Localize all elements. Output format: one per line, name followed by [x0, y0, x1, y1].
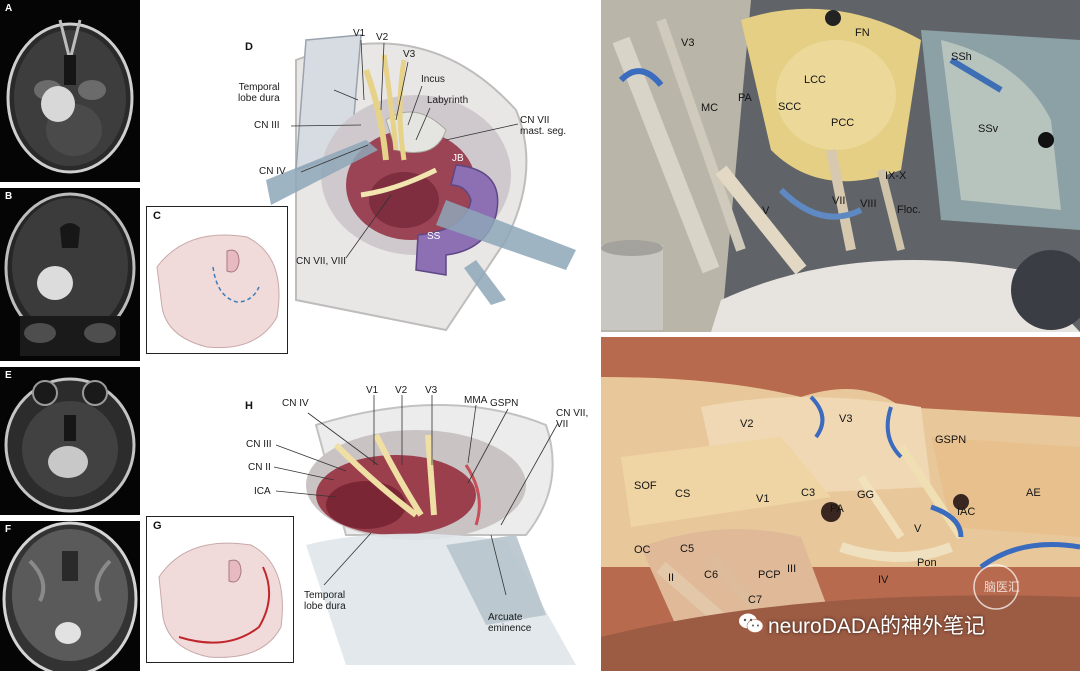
mri-coronal-postop-image — [2, 521, 138, 671]
label-v1-photo: V1 — [756, 493, 770, 505]
label-cn-vii-vii: CN VII, VII — [556, 408, 589, 430]
mri-panel-b: B — [0, 188, 140, 361]
label-ae: AE — [1026, 487, 1041, 499]
dissection-photo-bottom — [601, 337, 1080, 671]
inset-g: G — [146, 516, 294, 663]
label-pcp: PCP — [758, 569, 781, 581]
mri-panel-e: E — [0, 367, 140, 515]
panel-letter-g: G — [153, 520, 162, 532]
label-sof: SOF — [634, 480, 657, 492]
panel-letter-h: H — [245, 400, 253, 412]
mri-axial-postop-image — [4, 377, 136, 513]
panel-letter-c: C — [153, 210, 161, 222]
panel-letter-e: E — [5, 370, 12, 381]
label-floc: Floc. — [897, 204, 921, 216]
panel-letter-b: B — [5, 191, 13, 202]
label-pa: PA — [738, 92, 752, 104]
label-v3-photo: V3 — [681, 37, 695, 49]
label-gspn: GSPN — [490, 398, 519, 409]
label-lcc: LCC — [804, 74, 827, 86]
middle-fossa-approach-drawing — [273, 395, 576, 665]
label-v-photo: V — [762, 205, 770, 217]
label-v-photo-b: V — [914, 523, 922, 535]
label-arcuate-eminence: Arcuate eminence — [488, 612, 532, 634]
label-labyrinth: Labyrinth — [427, 95, 469, 106]
inset-c: C — [146, 206, 288, 354]
label-cs: CS — [675, 488, 691, 500]
label-iac: IAC — [957, 506, 976, 518]
head-position-drawing-c — [156, 234, 280, 349]
label-c6: C6 — [704, 569, 719, 581]
label-pa-photo: PA — [830, 503, 844, 515]
label-v1-b: V1 — [366, 385, 379, 396]
label-cn-iv: CN IV — [259, 166, 286, 177]
label-c5: C5 — [680, 543, 695, 555]
label-iv: IV — [878, 574, 889, 586]
label-cn-ii: CN II — [248, 462, 271, 473]
label-v2: V2 — [376, 32, 389, 43]
illustration-top: D V1 V2 V3 Incus Temporal lobe dura Laby… — [146, 0, 598, 358]
label-cn-iii: CN III — [254, 120, 280, 131]
watermark-text: neuroDADA的神外笔记 — [768, 615, 986, 638]
panel-letter-a: A — [5, 3, 13, 14]
head-position-drawing-g — [158, 542, 283, 658]
label-fn: FN — [855, 27, 870, 39]
label-cn-iv-b: CN IV — [282, 398, 309, 409]
label-ica: ICA — [254, 486, 271, 497]
panel-letter-d: D — [245, 41, 253, 53]
label-ssh: SSh — [951, 51, 972, 63]
label-cn-iii-b: CN III — [246, 439, 272, 450]
label-viii: VIII — [860, 198, 877, 210]
photo-bottom: V2 V3 GSPN SOF CS V1 C3 PA GG IAC AE V O… — [601, 337, 1080, 671]
label-v2-b: V2 — [395, 385, 408, 396]
mri-axial-image — [6, 19, 134, 174]
label-ss: SS — [427, 231, 441, 242]
label-pcc: PCC — [831, 117, 855, 129]
label-pon: Pon — [917, 557, 937, 569]
mri-panel-a: A — [0, 0, 140, 182]
label-v3-photo-b: V3 — [839, 413, 853, 425]
label-v2-photo: V2 — [740, 418, 754, 430]
wechat-icon — [739, 613, 764, 633]
panel-letter-f: F — [5, 524, 12, 535]
illustration-bottom: H CN IV V1 V2 V3 MMA GSPN CN VII, VII CN… — [146, 365, 598, 671]
label-v1: V1 — [353, 28, 366, 39]
label-mma: MMA — [464, 395, 488, 406]
dissection-photo-top — [601, 0, 1080, 332]
label-vii: VII — [832, 195, 846, 207]
label-v3: V3 — [403, 49, 416, 60]
label-mc: MC — [701, 102, 719, 114]
label-jb: JB — [452, 153, 464, 164]
label-ssv: SSv — [978, 123, 999, 135]
label-scc: SCC — [778, 101, 802, 113]
label-incus: Incus — [421, 74, 445, 85]
label-gspn-photo: GSPN — [935, 434, 967, 446]
label-gg: GG — [857, 489, 875, 501]
mri-panel-f: F — [0, 521, 140, 671]
label-temporal-lobe-dura: Temporal lobe dura — [238, 82, 280, 104]
label-ii: II — [668, 572, 675, 584]
label-ix-x: IX-X — [885, 170, 907, 182]
label-cn-vii-mast: CN VII mast. seg. — [520, 115, 567, 137]
label-oc: OC — [634, 544, 651, 556]
label-iii: III — [787, 563, 797, 575]
watermark-seal: 脑医汇 — [984, 580, 1021, 594]
label-c3: C3 — [801, 487, 816, 499]
label-cn-vii-viii: CN VII, VIII — [296, 256, 347, 267]
label-temporal-lobe-dura-b: Temporal lobe dura — [304, 590, 346, 612]
lateral-approach-drawing — [266, 34, 576, 332]
mri-coronal-image — [4, 192, 136, 356]
label-c7: C7 — [748, 594, 763, 606]
label-v3-b: V3 — [425, 385, 438, 396]
photo-top: V3 FN LCC SSh MC PA SCC PCC SSv IX-X V V… — [601, 0, 1080, 332]
